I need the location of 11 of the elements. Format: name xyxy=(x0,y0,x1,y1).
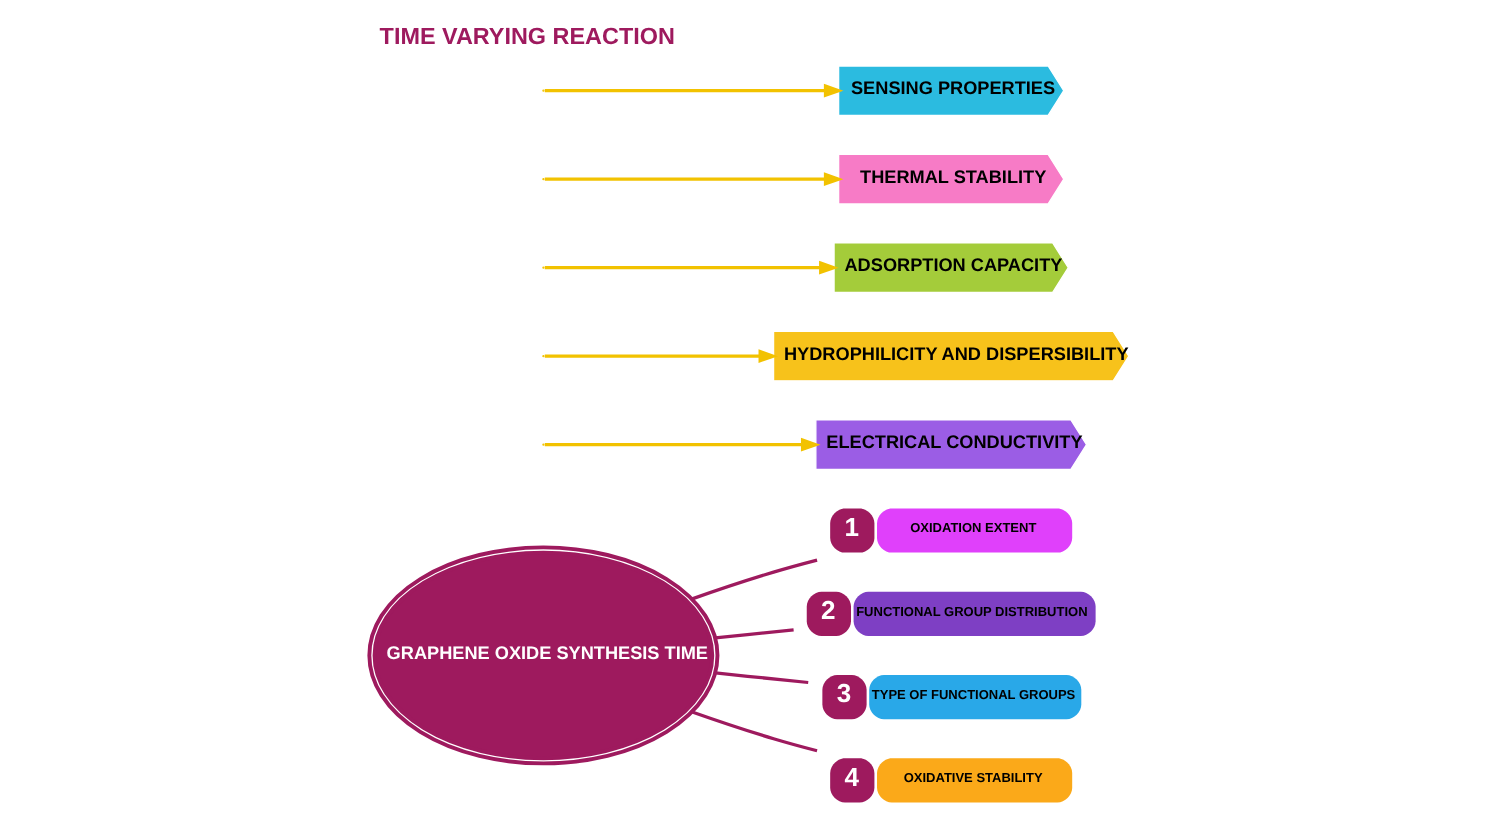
arrow xyxy=(544,260,839,275)
arrow xyxy=(544,349,779,363)
connector xyxy=(691,558,818,601)
connector xyxy=(715,671,809,685)
connector xyxy=(715,628,794,640)
arrow xyxy=(544,83,844,98)
arrow xyxy=(544,437,821,452)
diagram-title: TIME VARYING REACTION xyxy=(379,24,675,51)
arrow xyxy=(544,172,844,187)
node-ellipse: GRAPHENE OXIDE SYNTHESIS TIME xyxy=(367,545,720,766)
connector xyxy=(691,710,818,753)
